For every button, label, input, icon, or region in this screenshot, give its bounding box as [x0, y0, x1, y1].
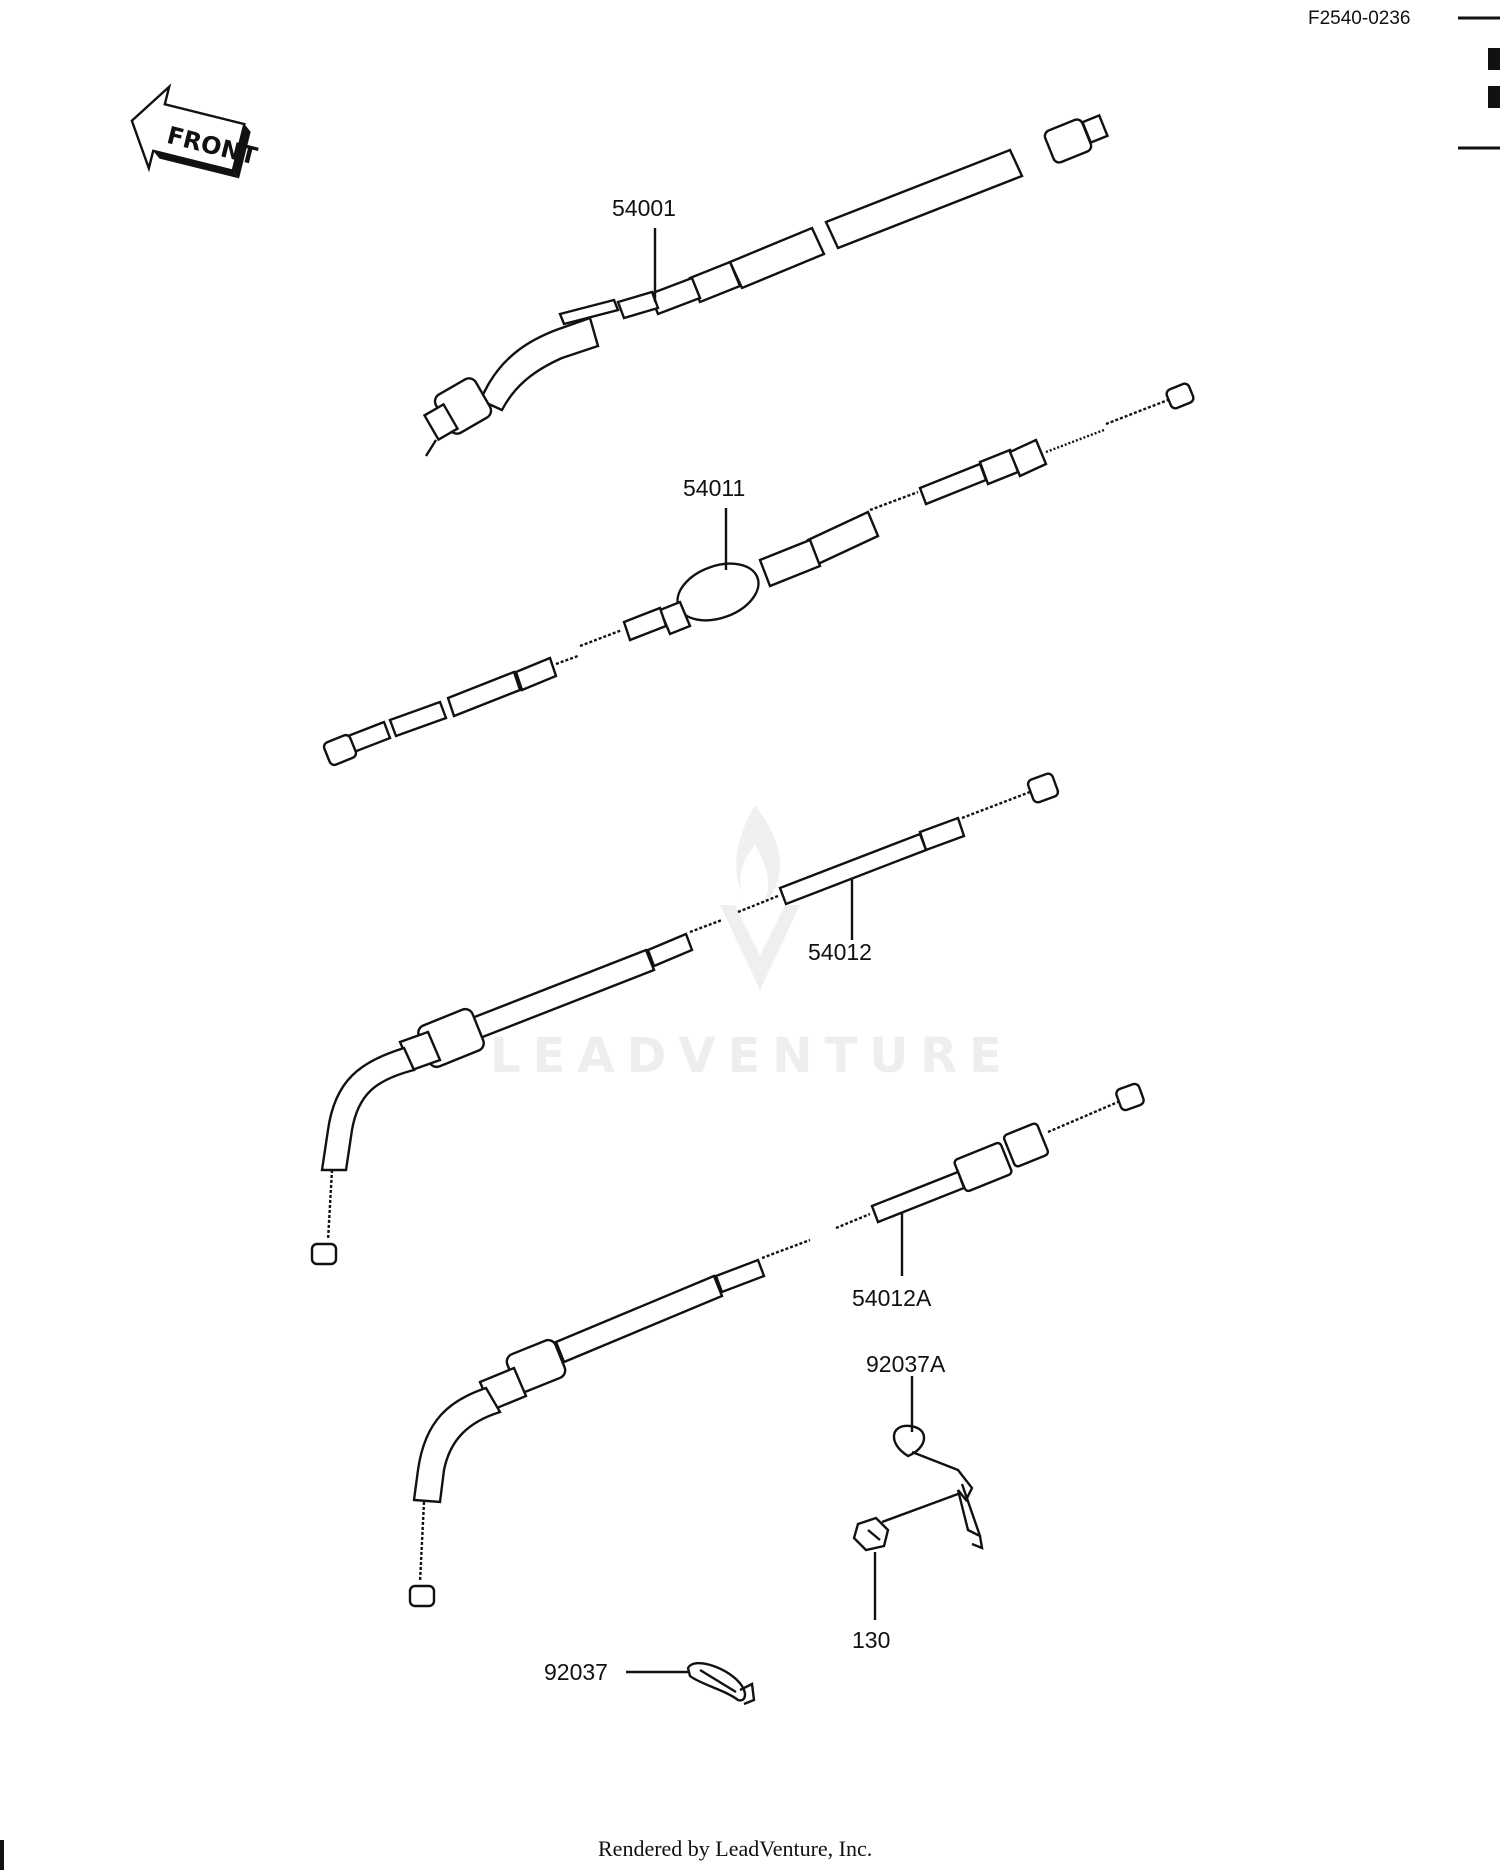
label-54012A: 54012A: [852, 1285, 932, 1311]
bolt-130: [852, 1492, 959, 1552]
front-arrow-icon: FRONT: [130, 83, 261, 179]
label-92037: 92037: [544, 1659, 608, 1685]
cable-54011: [322, 382, 1195, 767]
cable-54012: [310, 772, 1060, 1266]
watermark-text: LEADVENTURE: [490, 1028, 1014, 1084]
label-54012: 54012: [808, 939, 872, 965]
diagram-code: F2540-0236: [1308, 8, 1410, 29]
cable-54012A: [408, 1082, 1145, 1608]
footer-credit: Rendered by LeadVenture, Inc.: [598, 1836, 872, 1861]
page-edge-marks: [0, 16, 1500, 1870]
cable-54001: [422, 113, 1110, 457]
clamp-92037A: [892, 1424, 984, 1550]
label-54001: 54001: [612, 195, 676, 221]
label-54011: 54011: [683, 475, 745, 501]
label-130: 130: [852, 1627, 890, 1653]
clamp-92037: [686, 1662, 756, 1706]
watermark-logo-icon: [720, 805, 800, 990]
label-92037A: 92037A: [866, 1351, 946, 1377]
